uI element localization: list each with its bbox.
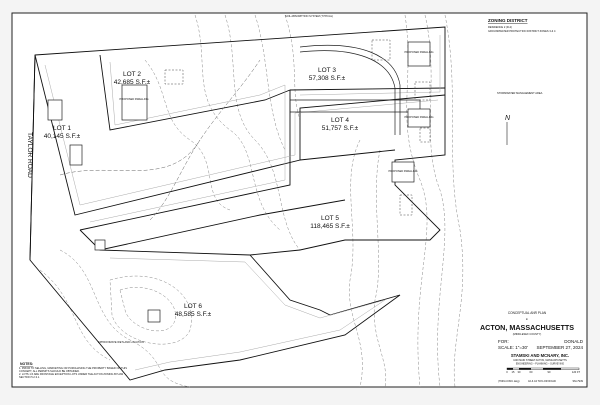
lot-3-name: LOT 3 — [318, 67, 336, 74]
scale-tick: 120 FT — [572, 370, 581, 374]
lot-4-name: LOT 4 — [331, 117, 349, 124]
driveway — [290, 44, 421, 135]
scale: SCALE: 1"=30' — [498, 345, 528, 350]
firm-name: STAMSKI AND MCNARY, INC. — [511, 353, 569, 358]
dwelling-lot3 — [407, 41, 431, 67]
title-block: CONCEPTUAL ANR PLAN in ACTON, MASSACHUSE… — [480, 311, 584, 383]
lot-2-area: 42,685 S.F.± — [114, 79, 151, 86]
scale-tick: 30 — [518, 370, 521, 374]
scale-tick: 0 — [506, 370, 508, 374]
north-arrow: N — [505, 115, 511, 145]
job-number: SM-7939 — [572, 379, 583, 383]
stormwater-label: STORMWATER MANAGEMENT AREA — [497, 91, 543, 95]
zoning-title: ZONING DISTRICT — [488, 18, 528, 23]
note-2: 2. LOTS 1-5 ARE FRONTAGE EXCEPTION LOTS … — [19, 373, 124, 380]
setback-lines — [44, 35, 441, 371]
town-title: ACTON, MASSACHUSETTS — [480, 323, 574, 332]
proposed-dwellings — [47, 41, 431, 323]
zoning-line1: RESIDENCE 2 (R-2) — [488, 25, 512, 29]
scale-tick: 15 — [512, 370, 515, 374]
lot-5-name: LOT 5 — [321, 215, 339, 222]
site-address: 42 & 44 TAYLOR ROAD — [528, 379, 556, 383]
firm-services: ENGINEERING – PLANNING – SURVEYING — [516, 363, 564, 366]
taylor-road-label: TAYLOR ROAD — [26, 132, 33, 178]
notes-title: NOTES: — [20, 362, 33, 366]
dwelling-label-2: PROPOSED DWELLING — [120, 97, 149, 101]
existing-shed — [94, 239, 106, 251]
lot-6-name: LOT 6 — [184, 303, 202, 310]
firm-address: 1000 MAIN STREET ACTON, MASSACHUSETTS — [513, 359, 567, 362]
dwelling-lot2 — [121, 84, 148, 121]
lot-1-area: 40,145 S.F.± — [44, 133, 81, 140]
trails — [59, 59, 261, 221]
existing-house-lot1 — [47, 99, 63, 121]
dwelling-label-4: PROPOSED DWELLING — [405, 115, 434, 119]
callouts: PROPOSED DWELLING PROPOSED DWELLING PROP… — [98, 14, 543, 344]
for-label: FOR: — [498, 339, 509, 344]
zoning-block: ZONING DISTRICT RESIDENCE 2 (R-2) GROUND… — [488, 18, 556, 33]
notes-block: NOTES: 1. PRIOR TO SELLING, MARKETING OR… — [19, 362, 127, 380]
septic-areas — [164, 39, 431, 216]
plan-date: SEPTEMBER 27, 2024 — [536, 345, 583, 350]
client-name: DONALD — [564, 339, 584, 344]
scale-tick: 90 — [548, 370, 551, 374]
plan-type: CONCEPTUAL ANR PLAN — [508, 311, 547, 315]
lot-4-area: 51,757 S.F.± — [322, 125, 359, 132]
lot-labels: LOT 1 40,145 S.F.± LOT 2 42,685 S.F.± LO… — [26, 67, 359, 318]
north-label: N — [505, 115, 511, 122]
lot-5-area: 118,465 S.F.± — [310, 223, 350, 230]
dwelling-lot4 — [407, 108, 431, 128]
existing-building-lot6 — [147, 309, 161, 323]
zoning-line2: GROUNDWATER PROTECTION DISTRICT ZONES 3 … — [488, 29, 556, 33]
lot-2-name: LOT 2 — [123, 71, 141, 78]
lot-6-area: 48,585 S.F.± — [175, 311, 212, 318]
county: (MIDDLESEX COUNTY) — [513, 332, 542, 336]
wetland-label: APPROXIMATE WETLAND LOCATION — [98, 340, 144, 344]
file-name: (7939-CONC.dwg) — [498, 379, 520, 383]
scale-bar: 0 15 30 60 90 120 FT — [506, 367, 581, 374]
scale-tick: 60 — [530, 370, 533, 374]
note-1: 1. PRIOR TO SELLING, MARKETING OR PURCHA… — [19, 367, 127, 374]
sheet-border — [11, 12, 588, 388]
dwelling-label-3: PROPOSED DWELLING — [405, 50, 434, 54]
septic-label: SOIL ABSORPTION SYSTEM (TYPICAL) — [285, 14, 333, 18]
dwelling-label-5: PROPOSED DWELLING — [389, 169, 418, 173]
plan-in: in — [526, 317, 529, 321]
lot-3-area: 57,308 S.F.± — [309, 75, 346, 82]
contour-lines — [39, 14, 464, 388]
lot-1-name: LOT 1 — [53, 125, 71, 132]
existing-building-lot1 — [69, 144, 83, 166]
dwelling-lot5 — [391, 161, 415, 183]
